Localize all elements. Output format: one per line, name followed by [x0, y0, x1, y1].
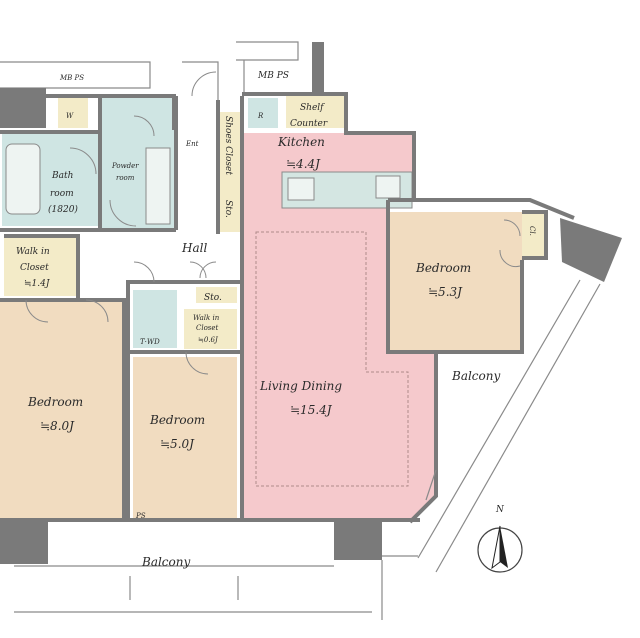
walk-in-closet-left-label-2: Closet	[20, 263, 49, 273]
living-dining-kitchen-area	[243, 133, 436, 520]
bedroom-right-label: Bedroom	[415, 261, 471, 275]
shoes-closet-area	[220, 112, 240, 196]
shoes-closet-label: Shoes Closet	[223, 116, 233, 175]
refrigerator-label: R	[257, 112, 264, 120]
bath-size-label: (1820)	[48, 204, 78, 215]
kitchen-sink	[287, 177, 315, 201]
powder-label: Powder	[111, 162, 139, 170]
hall-label: Hall	[181, 241, 207, 255]
storage-vertical-label: Sto.	[223, 200, 233, 218]
kitchen-size-label: ≒4.4J	[286, 157, 321, 171]
bath-room-label: room	[50, 189, 74, 199]
bath-label: Bath	[51, 171, 73, 181]
bedroom-middle-area	[133, 357, 237, 519]
bedroom-middle-label: Bedroom	[149, 413, 205, 427]
bathtub	[5, 143, 41, 215]
vanity	[145, 147, 171, 225]
storage-hall-area	[196, 287, 237, 303]
closet-right-label: Cl.	[528, 226, 536, 236]
walk-in-closet-left-label-1: Walk in	[16, 247, 50, 257]
walk-in-closet-small-label-2: Closet	[196, 324, 219, 332]
north-label: N	[495, 505, 505, 515]
walk-in-closet-left-size: ≒1.4J	[24, 279, 51, 289]
mbps-right-label: MB PS	[257, 71, 289, 81]
bedroom-middle-size: ≒5.0J	[160, 437, 195, 451]
mbps-left-label: MB PS	[59, 74, 84, 82]
balcony-right-label: Balcony	[451, 369, 500, 383]
balcony-bottom-label: Balcony	[141, 555, 190, 569]
shelf-label: Shelf	[300, 103, 325, 113]
counter-label: Counter	[290, 119, 328, 129]
washer-label: W	[66, 112, 74, 120]
bedroom-left-area	[0, 302, 124, 518]
toilet-area	[133, 290, 177, 348]
north-compass-icon: N	[477, 505, 523, 573]
storage-vertical-area	[220, 196, 240, 232]
kitchen-label: Kitchen	[277, 135, 325, 149]
entrance-label: Ent	[185, 140, 199, 148]
shelf-counter-area	[286, 96, 344, 128]
bedroom-left-size: ≒8.0J	[40, 419, 75, 433]
refrigerator-area	[248, 98, 278, 128]
closet-right-area	[522, 212, 544, 256]
walls	[0, 41, 622, 620]
washer-area	[58, 98, 88, 128]
walk-in-closet-small-area	[184, 309, 237, 349]
bedroom-left-label: Bedroom	[27, 395, 83, 409]
ps-small-label: PS	[135, 512, 146, 520]
bedroom-right-size: ≒5.3J	[428, 285, 463, 299]
bedroom-right-area	[388, 212, 522, 350]
kitchen-stove	[375, 175, 401, 199]
powder-room-label: room	[116, 174, 135, 182]
living-dining-label: Living Dining	[259, 379, 342, 393]
toilet-label: T·WD	[140, 338, 160, 346]
walk-in-closet-small-label-1: Walk in	[193, 314, 220, 322]
living-dining-size: ≒15.4J	[290, 403, 333, 417]
living-dashed-area	[255, 231, 409, 487]
storage-hall-label: Sto.	[204, 293, 222, 303]
walk-in-closet-small-size: ≒0.6J	[198, 336, 219, 344]
door-swings	[25, 71, 521, 375]
walk-in-closet-left-area	[4, 238, 76, 296]
